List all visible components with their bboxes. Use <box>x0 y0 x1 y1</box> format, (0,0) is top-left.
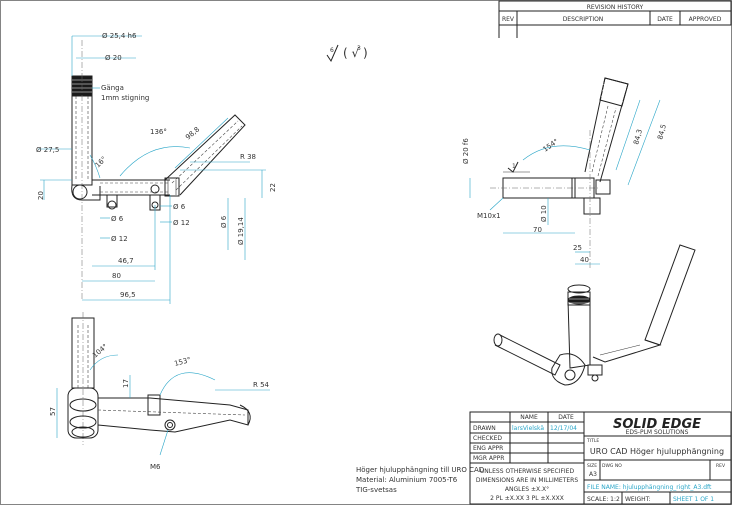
dim-angle-16: 16° <box>94 155 108 169</box>
thread-m6: M6 <box>150 463 161 471</box>
dim-len-46-7: 46,7 <box>118 257 134 265</box>
revision-col-rev: REV <box>502 16 515 23</box>
tb-drawn-name: larsVielskä <box>512 425 544 432</box>
tb-weight: WEIGHT: <box>625 496 651 503</box>
tolerance-1: 1 <box>512 163 516 170</box>
tb-unless-4: 2 PL ±X.XX 3 PL ±X.XXX <box>490 495 564 502</box>
brand-logo: SOLID EDGE <box>613 417 701 432</box>
dim-h22: 22 <box>269 183 277 192</box>
dim-h17: 17 <box>122 379 130 388</box>
dim-d6-c: Ø 6 <box>220 215 228 228</box>
dim-d20-f6: Ø 20 f6 <box>462 138 470 164</box>
surface-finish-left-value: 6 <box>330 47 334 54</box>
tb-drawn-date: 12/17/04 <box>550 425 577 432</box>
tb-unless-3: ANGLES ±X.X° <box>505 486 549 493</box>
tb-unless-1: UNLESS OTHERWISE SPECIFIED <box>480 468 575 475</box>
revision-col-date: DATE <box>657 16 673 23</box>
dim-d20: Ø 20 <box>105 54 122 62</box>
dim-d6-b: Ø 6 <box>111 215 124 223</box>
revision-table: REVISION HISTORY REV DESCRIPTION DATE AP… <box>498 0 732 38</box>
dim-angle-136: 136° <box>150 128 167 136</box>
thread-note-1: Gänga <box>101 84 124 92</box>
revision-heading: REVISION HISTORY <box>587 4 644 11</box>
tb-title: URO CAD Höger hjulupphängning <box>590 447 724 456</box>
tb-file-name: FILE NAME: hjulupphängning_right_A3.dft <box>587 484 712 491</box>
notes: Höger hjulupphängning till URO CAD Mater… <box>355 466 484 494</box>
tb-eng-appr: ENG APPR <box>473 445 503 452</box>
dim-angle-154: 154° <box>542 137 560 153</box>
dim-len-40: 40 <box>580 256 589 264</box>
bottom-view: 104° 153° R 54 57 17 M6 <box>49 312 270 471</box>
dim-r38: R 38 <box>240 153 256 161</box>
dim-d6-a: Ø 6 <box>173 203 186 211</box>
thread-m10x1: M10x1 <box>477 212 501 220</box>
dim-len-80: 80 <box>112 272 121 280</box>
tb-size: A3 <box>589 471 597 478</box>
revision-col-approved: APPROVED <box>689 16 722 23</box>
tb-rev-label: REV <box>716 463 726 469</box>
surface-finish-paren: ( √ ) <box>343 46 368 60</box>
dim-len-70: 70 <box>533 226 542 234</box>
surface-finish-symbol: 6 ( √ ) 3 <box>326 44 368 63</box>
isometric-view <box>493 244 696 386</box>
dim-d12-b: Ø 12 <box>111 235 128 243</box>
thread-note-2: 1mm stigning <box>101 94 149 102</box>
dim-len-84-3: 84,3 <box>632 128 644 145</box>
surface-finish-right-value: 3 <box>357 45 361 52</box>
tb-unless-2: DIMENSIONS ARE IN MILLIMETERS <box>476 477 578 484</box>
tb-size-label: SIZE <box>587 463 597 469</box>
tb-mgr-appr: MGR APPR <box>473 455 504 462</box>
side-view: Ø 20 f6 154° 84,3 84,5 1 M10x1 Ø 10 70 2… <box>462 77 668 270</box>
note-line-3: TIG-svetsas <box>355 486 397 494</box>
dim-d12-a: Ø 12 <box>173 219 190 227</box>
dim-r54: R 54 <box>253 381 270 389</box>
dim-len-84-5: 84,5 <box>656 123 668 140</box>
tb-scale: SCALE: 1:2 <box>587 496 620 503</box>
tb-drawn: DRAWN <box>473 425 496 432</box>
front-view: Ø 25,4 h6 Ø 20 Gänga 1mm stigning Ø 27,5… <box>36 32 277 304</box>
note-line-1: Höger hjulupphängning till URO CAD <box>356 466 484 474</box>
note-line-2: Material: Aluminium 7005-T6 <box>356 476 458 484</box>
tb-title-label: TITLE <box>586 438 599 444</box>
tb-date-header: DATE <box>558 414 574 421</box>
brand-sub: EDS-PLM SOLUTIONS <box>626 429 689 436</box>
tb-checked: CHECKED <box>473 435 502 442</box>
dim-len-98-8: 98,8 <box>184 125 201 141</box>
tb-dwg-label: DWG NO <box>602 463 622 469</box>
dim-d19-14: Ø 19,14 <box>237 217 245 245</box>
dim-len-96-5: 96,5 <box>120 291 136 299</box>
tb-name-header: NAME <box>520 414 538 421</box>
revision-col-description: DESCRIPTION <box>563 16 604 23</box>
dim-h20: 20 <box>37 191 45 200</box>
dim-d10: Ø 10 <box>540 205 548 222</box>
tb-sheet: SHEET 1 OF 1 <box>673 496 714 503</box>
dim-d25-h6: Ø 25,4 h6 <box>102 32 137 40</box>
dim-d27-5: Ø 27,5 <box>36 146 59 154</box>
dim-angle-153: 153° <box>173 356 191 368</box>
dim-h57: 57 <box>49 407 57 416</box>
dim-len-25: 25 <box>573 244 582 252</box>
title-block: NAME DATE DRAWN larsVielskä 12/17/04 CHE… <box>469 411 732 505</box>
